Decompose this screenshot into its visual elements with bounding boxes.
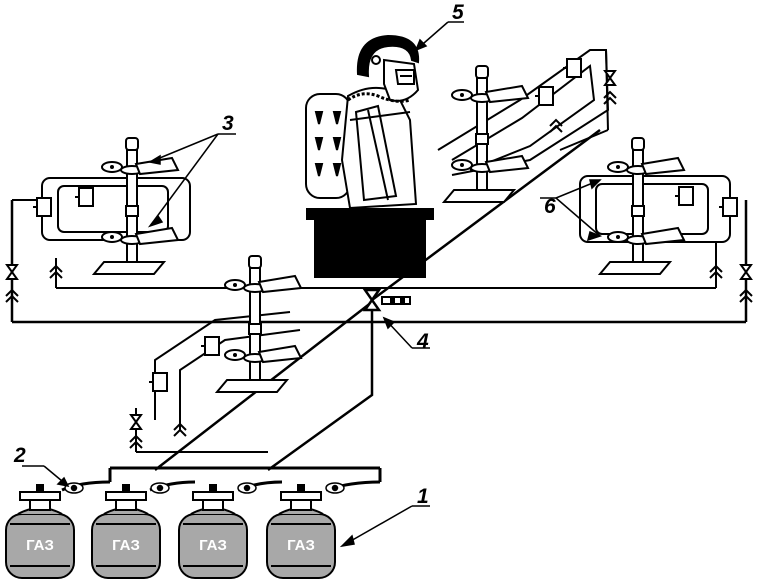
back-regulator <box>534 86 554 106</box>
cylinder-regulator <box>64 482 345 494</box>
callout-2-regulator: 2 <box>14 444 26 467</box>
front-regulator <box>200 336 220 356</box>
test-pedestal <box>306 208 434 278</box>
gas-cylinder <box>5 483 75 579</box>
back-flow-arrow <box>549 119 563 133</box>
cylinder-label: ГАЗ <box>26 537 54 554</box>
central-valve <box>362 288 411 312</box>
callout-1-cylinders: 1 <box>417 485 429 508</box>
front-valve <box>130 414 142 430</box>
callout-4-valve: 4 <box>417 330 429 353</box>
right-valve <box>740 264 752 280</box>
callout-6-torches: 6 <box>544 195 556 218</box>
cylinder-label: ГАЗ <box>112 537 140 554</box>
gas-cylinder <box>266 483 336 579</box>
gas-cylinder <box>178 483 248 579</box>
back-flow-arrow <box>603 91 617 105</box>
right-regulator <box>674 186 694 206</box>
left-regulator <box>74 187 94 207</box>
cylinder-label: ГАЗ <box>287 537 315 554</box>
cylinder-label: ГАЗ <box>199 537 227 554</box>
back-burner-piping <box>437 49 610 176</box>
left-valve <box>6 264 18 280</box>
front-burner <box>216 255 302 393</box>
callout-3-burners: 3 <box>222 112 234 135</box>
callout-5-mannequin: 5 <box>452 1 464 24</box>
callout-leaders <box>22 21 603 548</box>
front-regulator <box>148 372 168 392</box>
mannequin-in-breathing-apparatus <box>305 34 420 210</box>
right-regulator <box>718 197 738 217</box>
gas-cylinder <box>91 483 161 579</box>
right-burner <box>599 137 685 275</box>
back-regulator <box>562 58 582 78</box>
back-burner <box>443 65 529 203</box>
